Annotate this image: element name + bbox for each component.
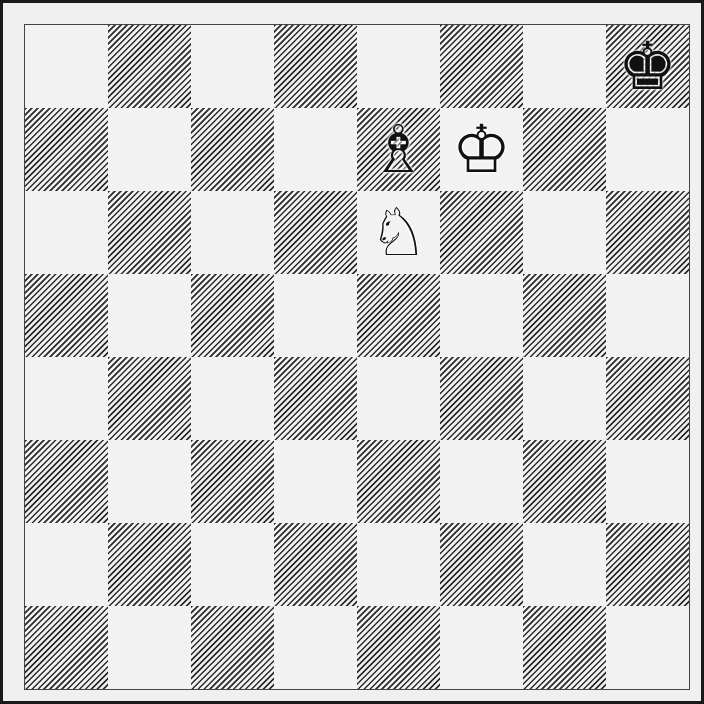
square-h5 (606, 274, 689, 357)
square-d8 (274, 25, 357, 108)
square-f6 (440, 191, 523, 274)
square-e5 (357, 274, 440, 357)
square-e2 (357, 523, 440, 606)
square-e4 (357, 357, 440, 440)
square-c2 (191, 523, 274, 606)
square-g3 (523, 440, 606, 523)
square-b1 (108, 606, 191, 689)
square-g8 (523, 25, 606, 108)
square-h7 (606, 108, 689, 191)
square-c6 (191, 191, 274, 274)
square-c8 (191, 25, 274, 108)
square-g7 (523, 108, 606, 191)
square-c7 (191, 108, 274, 191)
square-d6 (274, 191, 357, 274)
square-g2 (523, 523, 606, 606)
square-e7: ♗ (357, 108, 440, 191)
square-a4 (25, 357, 108, 440)
square-b6 (108, 191, 191, 274)
square-a8 (25, 25, 108, 108)
square-c1 (191, 606, 274, 689)
square-e6: ♘ (357, 191, 440, 274)
square-a6 (25, 191, 108, 274)
square-c5 (191, 274, 274, 357)
square-d2 (274, 523, 357, 606)
white-knight-icon: ♘ (357, 191, 440, 274)
square-d1 (274, 606, 357, 689)
square-a2 (25, 523, 108, 606)
square-f3 (440, 440, 523, 523)
square-h1 (606, 606, 689, 689)
square-h6 (606, 191, 689, 274)
square-h2 (606, 523, 689, 606)
square-d5 (274, 274, 357, 357)
square-g1 (523, 606, 606, 689)
square-e8 (357, 25, 440, 108)
square-c4 (191, 357, 274, 440)
square-a7 (25, 108, 108, 191)
black-king-icon: ♚ (606, 25, 689, 108)
white-bishop-icon: ♗ (357, 108, 440, 191)
square-e1 (357, 606, 440, 689)
square-h8: ♚ (606, 25, 689, 108)
square-f4 (440, 357, 523, 440)
square-f5 (440, 274, 523, 357)
square-b8 (108, 25, 191, 108)
square-h3 (606, 440, 689, 523)
square-d3 (274, 440, 357, 523)
chessboard: ♚ ♗♔♘ (25, 25, 689, 689)
square-f7: ♔ (440, 108, 523, 191)
square-b5 (108, 274, 191, 357)
square-e3 (357, 440, 440, 523)
square-d4 (274, 357, 357, 440)
square-f8 (440, 25, 523, 108)
square-a3 (25, 440, 108, 523)
square-b3 (108, 440, 191, 523)
square-a1 (25, 606, 108, 689)
square-g4 (523, 357, 606, 440)
square-h4 (606, 357, 689, 440)
square-b7 (108, 108, 191, 191)
square-g6 (523, 191, 606, 274)
square-b4 (108, 357, 191, 440)
square-f1 (440, 606, 523, 689)
white-king-icon: ♔ (440, 108, 523, 191)
square-b2 (108, 523, 191, 606)
square-g5 (523, 274, 606, 357)
square-d7 (274, 108, 357, 191)
square-f2 (440, 523, 523, 606)
square-a5 (25, 274, 108, 357)
square-c3 (191, 440, 274, 523)
